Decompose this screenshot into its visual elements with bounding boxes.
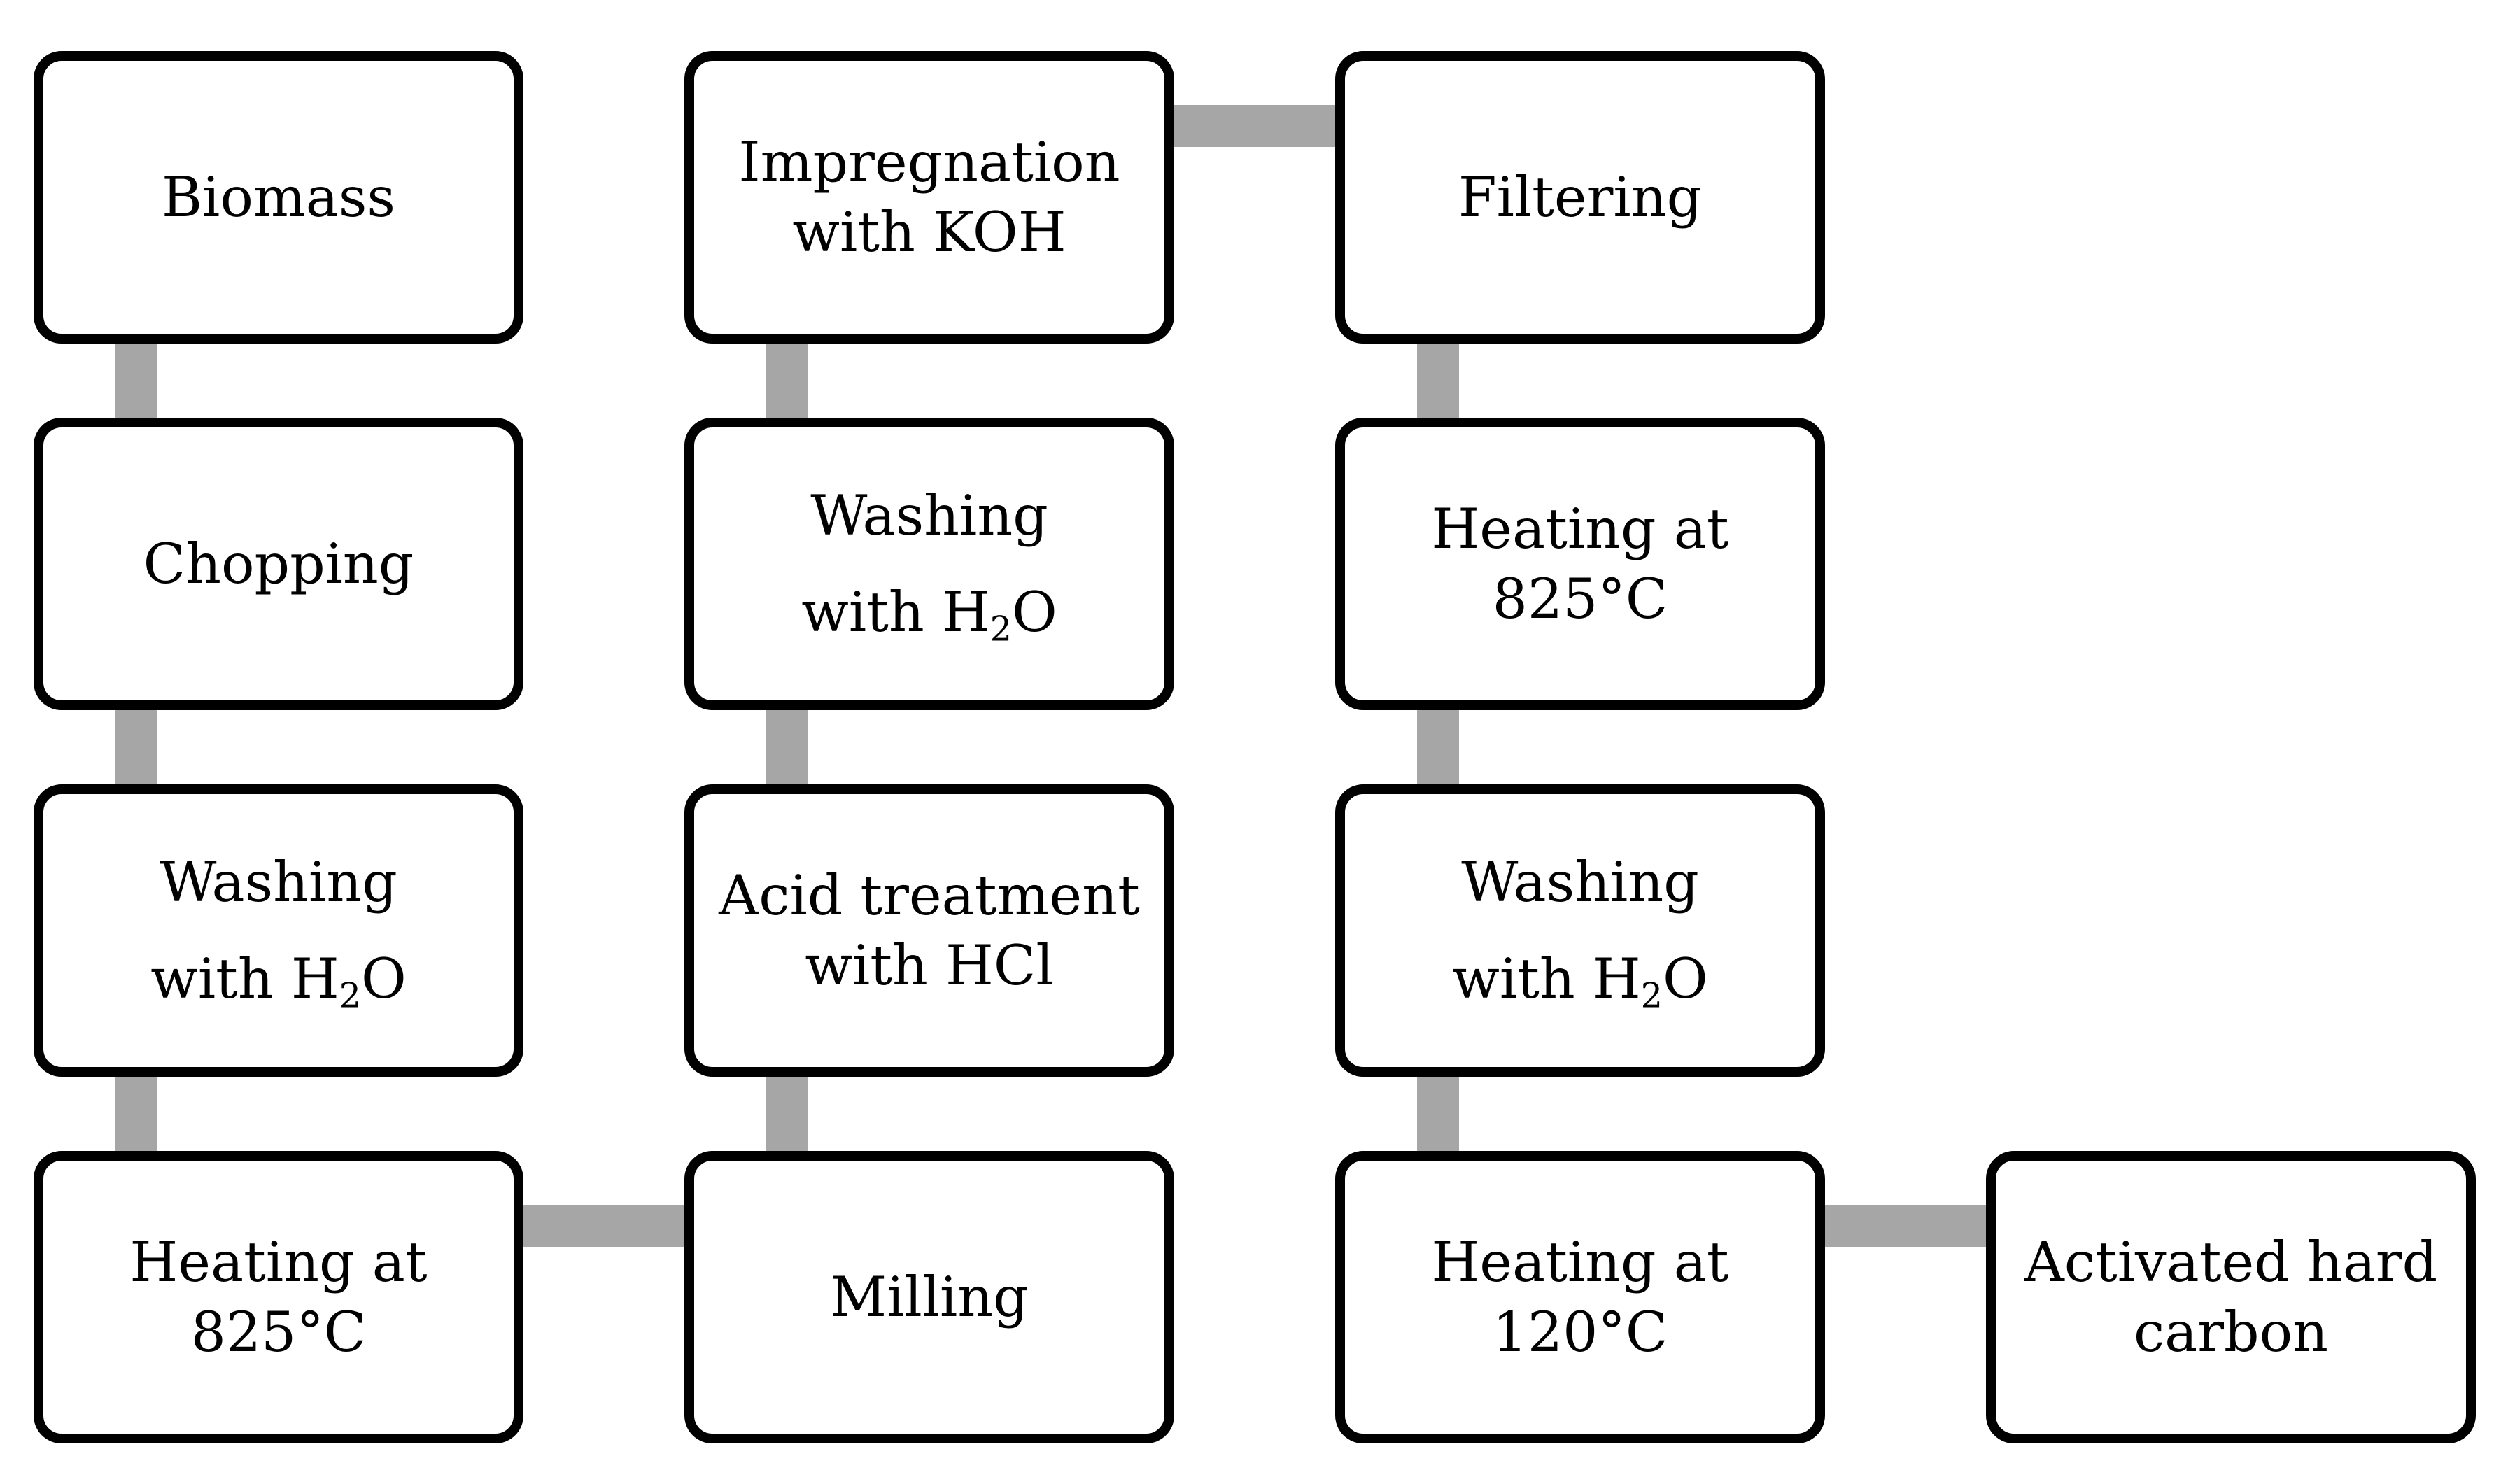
connector-impregnation-filtering: [1165, 105, 1344, 147]
step-milling: Milling: [684, 1151, 1174, 1443]
connector-washing-heating: [115, 1069, 157, 1160]
step-heating-3-line1: Heating at: [1431, 1230, 1729, 1294]
step-filtering-label: Filtering: [1458, 165, 1703, 229]
step-impregnation-label: Impregnation with KOH: [694, 127, 1164, 267]
step-heating-1-line2: 825°C: [190, 1300, 367, 1364]
step-washing-3-line1: Washing: [1461, 850, 1699, 914]
step-washing-2-line2-prefix: with H: [801, 580, 990, 644]
step-acid-treatment-line1: Acid treatment: [719, 863, 1140, 928]
step-washing-3-line2-prefix: with H: [1452, 947, 1641, 1011]
step-activated-hard-carbon: Activated hard carbon: [1986, 1151, 2476, 1443]
step-heating-2-label: Heating at 825°C: [1345, 494, 1815, 634]
step-washing-3-line2: with H2O: [1345, 931, 1815, 1027]
step-washing-1: Washing with H2O: [34, 784, 523, 1077]
step-washing-1-line2-suffix: O: [360, 947, 407, 1011]
step-heating-3-label: Heating at 120°C: [1345, 1227, 1815, 1367]
step-biomass-label: Biomass: [162, 165, 395, 229]
step-acid-treatment-line2: with HCl: [805, 933, 1054, 998]
step-chopping-label: Chopping: [143, 532, 414, 596]
step-impregnation: Impregnation with KOH: [684, 51, 1174, 344]
step-acid-treatment-label: Acid treatment with HCl: [694, 861, 1164, 1001]
connector-heating-activated: [1816, 1205, 1995, 1247]
step-chopping: Chopping: [34, 418, 523, 710]
connector-filtering-heating: [1417, 336, 1459, 427]
step-washing-2-subscript: 2: [989, 609, 1012, 649]
step-heating-3: Heating at 120°C: [1335, 1151, 1825, 1443]
step-acid-treatment: Acid treatment with HCl: [684, 784, 1174, 1077]
step-washing-1-label: Washing with H2O: [43, 834, 514, 1027]
step-heating-2-line1: Heating at: [1431, 497, 1729, 561]
step-activated-hard-carbon-label: Activated hard carbon: [1996, 1227, 2466, 1367]
step-activated-hard-carbon-line2: carbon: [2133, 1300, 2329, 1364]
step-impregnation-line2: with KOH: [792, 200, 1066, 264]
step-washing-2-line1: Washing: [810, 483, 1048, 548]
step-heating-2: Heating at 825°C: [1335, 418, 1825, 710]
connector-chopping-washing: [115, 702, 157, 793]
step-milling-label: Milling: [830, 1265, 1029, 1329]
step-heating-1: Heating at 825°C: [34, 1151, 523, 1443]
step-washing-3-line2-suffix: O: [1662, 947, 1708, 1011]
step-washing-2-line2: with H2O: [694, 564, 1164, 660]
step-washing-3: Washing with H2O: [1335, 784, 1825, 1077]
step-washing-1-line2-prefix: with H: [150, 947, 339, 1011]
step-washing-3-subscript: 2: [1640, 975, 1663, 1016]
connector-milling-acid: [766, 1069, 808, 1160]
step-heating-3-line2: 120°C: [1492, 1300, 1668, 1364]
step-washing-2-line2-suffix: O: [1011, 580, 1057, 644]
connector-heating-milling: [514, 1205, 693, 1247]
step-activated-hard-carbon-line1: Activated hard: [2024, 1230, 2438, 1294]
step-heating-1-label: Heating at 825°C: [43, 1227, 514, 1367]
step-washing-2: Washing with H2O: [684, 418, 1174, 710]
step-impregnation-line1: Impregnation: [738, 130, 1120, 195]
step-washing-1-subscript: 2: [339, 975, 361, 1016]
step-biomass: Biomass: [34, 51, 523, 344]
connector-biomass-chopping: [115, 336, 157, 427]
step-heating-1-line1: Heating at: [129, 1230, 428, 1294]
step-washing-2-label: Washing with H2O: [694, 467, 1164, 660]
connector-heating-washing: [1417, 702, 1459, 793]
connector-acid-washing: [766, 702, 808, 793]
connector-washing-impregnation: [766, 336, 808, 427]
step-washing-1-line1: Washing: [160, 850, 397, 914]
step-washing-3-label: Washing with H2O: [1345, 834, 1815, 1027]
step-filtering: Filtering: [1335, 51, 1825, 344]
step-heating-2-line2: 825°C: [1492, 567, 1668, 631]
connector-washing-heating-120: [1417, 1069, 1459, 1160]
step-washing-1-line2: with H2O: [43, 931, 514, 1027]
